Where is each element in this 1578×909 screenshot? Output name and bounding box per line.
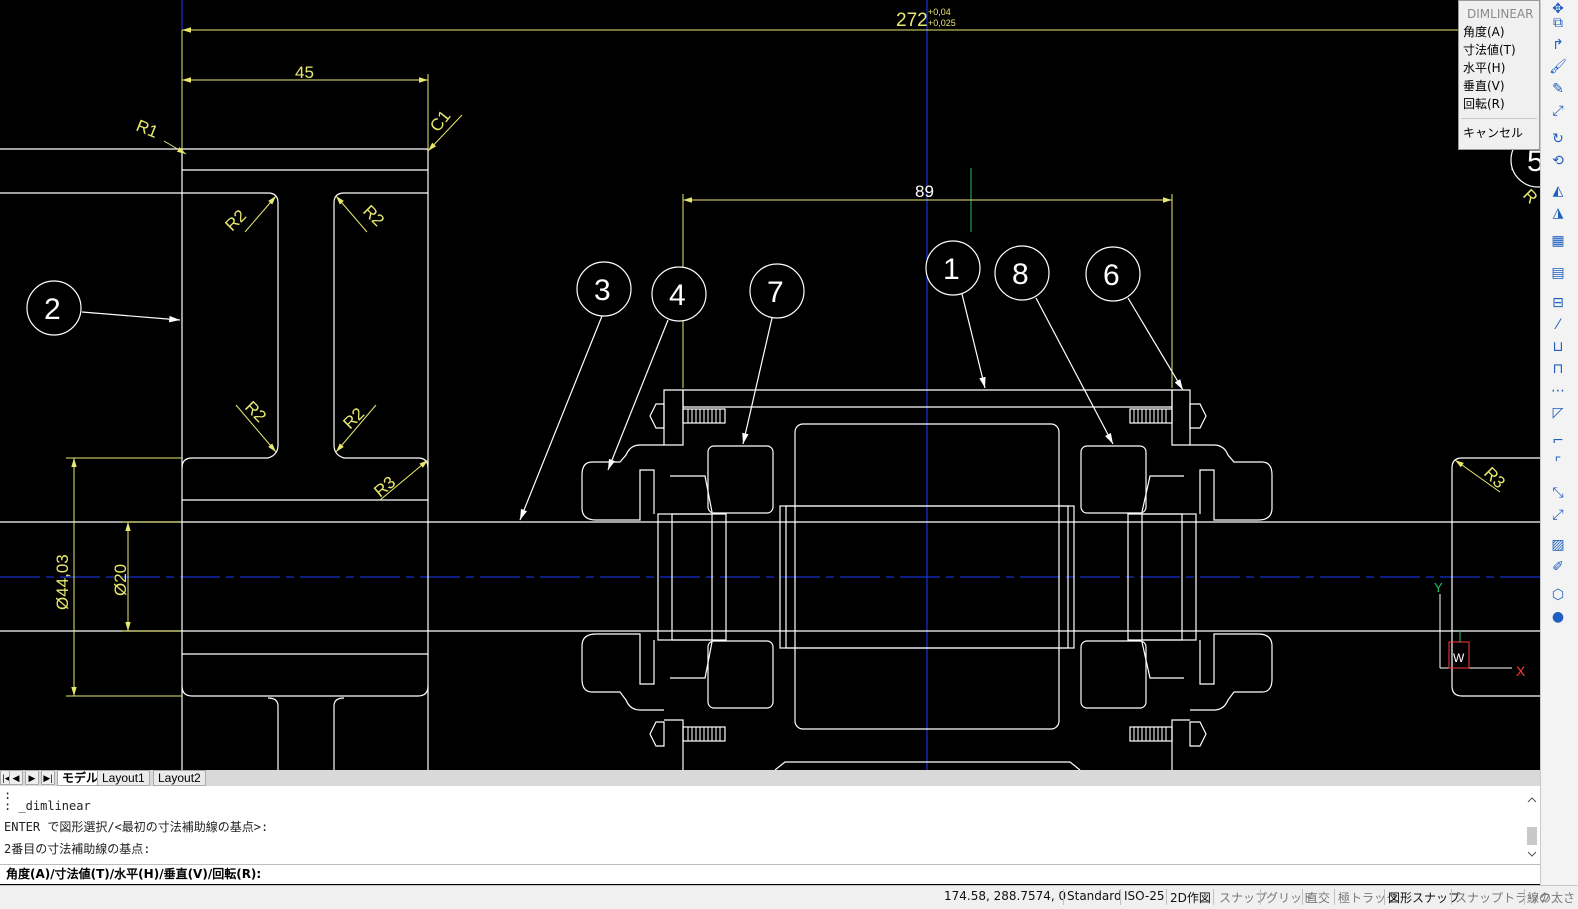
drawing-canvas[interactable]: Y X W 272 +0,04 +0,025 45 89 Ø44,03 Ø20 [0, 0, 1540, 770]
hatch-icon[interactable]: ▨ [1551, 537, 1565, 553]
pulley-geometry [0, 148, 1540, 770]
toggle-polar[interactable]: 極トラック [1338, 891, 1399, 905]
dimlinear-context-menu: DIMLINEAR 角度(A) 寸法値(T) 水平(H) 垂直(V) 回転(R)… [1458, 0, 1540, 150]
toggle-snap[interactable]: スナップ [1219, 891, 1268, 905]
join-icon[interactable]: ⋯ [1551, 383, 1565, 399]
tab-layout2[interactable]: Layout2 [153, 770, 206, 786]
dim-r2-b: R2 [359, 201, 388, 230]
extend-icon[interactable]: ⊔ [1552, 339, 1564, 355]
history-scrollbar[interactable] [1524, 794, 1540, 860]
copy-icon[interactable]: ⧉ [1553, 15, 1563, 31]
history-line: 2番目の寸法補助線の基点: [4, 842, 151, 856]
dim-r3-right: R3 [1480, 463, 1509, 492]
menu-item-rotate[interactable]: 回転(R) [1463, 97, 1505, 111]
fillet-corner-icon[interactable]: ⌜ [1554, 455, 1562, 471]
menu-item-horizontal[interactable]: 水平(H) [1463, 61, 1506, 75]
standard-selector[interactable]: ISO-25 [1124, 889, 1165, 903]
toggle-otrack[interactable]: スナップトラック [1455, 891, 1552, 905]
region-icon[interactable]: ⬡ [1551, 587, 1565, 603]
dim-r1: R1 [134, 116, 161, 142]
dim-272: 272 [896, 10, 928, 31]
context-menu-title: DIMLINEAR [1467, 7, 1534, 21]
bearing-assembly [581, 389, 1273, 770]
bolt-threads [687, 409, 1167, 741]
fillet-icon[interactable]: ↱ [1552, 37, 1564, 53]
dim-aligned-icon[interactable]: ⤢ [1552, 507, 1564, 523]
toggle-osnap[interactable]: 図形スナップ [1388, 891, 1461, 905]
tab-nav-last[interactable]: ▶| [41, 770, 55, 785]
tab-nav-next[interactable]: ▶ [25, 770, 39, 785]
ucs-icon: Y X W [1434, 580, 1526, 679]
align-icon[interactable]: ▤ [1551, 265, 1565, 281]
dim-dia-44: Ø44,03 [53, 554, 72, 610]
command-prompt[interactable]: 角度(A)/寸法値(T)/水平(H)/垂直(V)/回転(R): [0, 864, 1540, 884]
workspace-selector[interactable]: 2D作図 [1170, 891, 1211, 905]
chamfer-icon[interactable]: ⌐ [1552, 433, 1564, 449]
menu-item-text[interactable]: 寸法値(T) [1463, 43, 1516, 57]
menu-item-cancel[interactable]: キャンセル [1463, 126, 1524, 140]
match-properties-icon[interactable]: 🖌 [1549, 59, 1567, 75]
history-line: : [4, 788, 12, 802]
ucs-x-label: X [1516, 663, 1526, 679]
tab-layout1[interactable]: Layout1 [97, 770, 150, 786]
solid-icon[interactable]: ● [1551, 609, 1565, 625]
layout-tab-bar: |◀ ◀ ▶ ▶| モデル Layout1 Layout2 [0, 770, 1540, 786]
dimension-lines [66, 27, 1501, 697]
dimstyle-selector[interactable]: Standard [1067, 889, 1122, 903]
scale-icon[interactable]: ⤢ [1552, 103, 1564, 119]
menu-separator [1461, 118, 1537, 119]
modify-toolbar: ✥ ⧉ ↱ 🖌 ✎ ⤢ ↻ ⟲ ◭ ◮ ▦ ▤ ⊟ ⁄ ⊔ ⊓ ⋯ ◸ ⌐ ⌜ … [1540, 0, 1578, 885]
balloon-4: 4 [669, 279, 686, 312]
dim-45: 45 [295, 63, 314, 82]
dim-272-tol-upper: +0,04 [928, 7, 951, 17]
ucs-w-label: W [1453, 651, 1465, 665]
dim-r3-left: R3 [370, 473, 399, 502]
dim-linear-icon[interactable]: ⤡ [1552, 485, 1564, 501]
dim-r2-c: R2 [241, 397, 270, 426]
balloons: 2 3 4 7 1 8 6 5 [26, 132, 1540, 521]
menu-item-angle[interactable]: 角度(A) [1463, 25, 1505, 39]
tab-model[interactable]: モデル [57, 770, 104, 786]
tab-nav-prev[interactable]: ◀ [9, 770, 23, 785]
status-bar: 174.58, 288.7574, 0 Standard ISO-25 2D作図… [0, 885, 1578, 909]
balloon-7: 7 [767, 276, 784, 309]
trim-icon[interactable]: ⁄ [1556, 317, 1560, 333]
toggle-lineweight[interactable]: 線の太さ [1527, 891, 1576, 905]
break-icon[interactable]: ⊓ [1552, 361, 1564, 377]
dim-272-tol-lower: +0,025 [928, 18, 956, 28]
coordinate-readout: 174.58, 288.7574, 0 [944, 889, 1067, 903]
menu-item-vertical[interactable]: 垂直(V) [1463, 79, 1505, 93]
mirror-icon[interactable]: ◭ [1552, 183, 1564, 199]
ucs-y-label: Y [1434, 580, 1443, 595]
balloon-5: 5 [1527, 145, 1540, 178]
command-history: : : _dimlinear ENTER で図形選択/<最初の寸法補助線の基点>… [0, 786, 1540, 864]
balloon-8: 8 [1012, 258, 1029, 291]
array-icon[interactable]: ▦ [1551, 233, 1565, 249]
balloon-6: 6 [1103, 259, 1120, 292]
edit-icon[interactable]: ✐ [1552, 559, 1564, 575]
balloon-2: 2 [44, 293, 61, 326]
orbit-icon[interactable]: ⟲ [1552, 153, 1564, 169]
move-icon[interactable]: ✥ [1552, 1, 1564, 17]
right-part-geometry [1451, 144, 1540, 697]
pick-icon[interactable]: ✎ [1552, 81, 1564, 97]
balloon-3: 3 [594, 274, 611, 307]
history-line: ENTER で図形選択/<最初の寸法補助線の基点>: [4, 820, 269, 834]
explode-icon[interactable]: ◸ [1552, 405, 1564, 421]
dim-dia-20: Ø20 [111, 564, 130, 596]
centerlines [0, 0, 1540, 770]
dim-r2-d: R2 [339, 404, 368, 433]
toggle-ortho[interactable]: 直交 [1306, 891, 1331, 905]
stretch-icon[interactable]: ⊟ [1552, 295, 1564, 311]
balloon-1: 1 [943, 253, 960, 286]
dim-89: 89 [915, 182, 934, 201]
dim-r-cut: R [1519, 185, 1540, 207]
rotate-icon[interactable]: ↻ [1552, 131, 1564, 147]
history-line: : _dimlinear [4, 799, 91, 813]
mirror-copy-icon[interactable]: ◮ [1552, 205, 1564, 221]
dim-c1: C1 [426, 107, 454, 136]
